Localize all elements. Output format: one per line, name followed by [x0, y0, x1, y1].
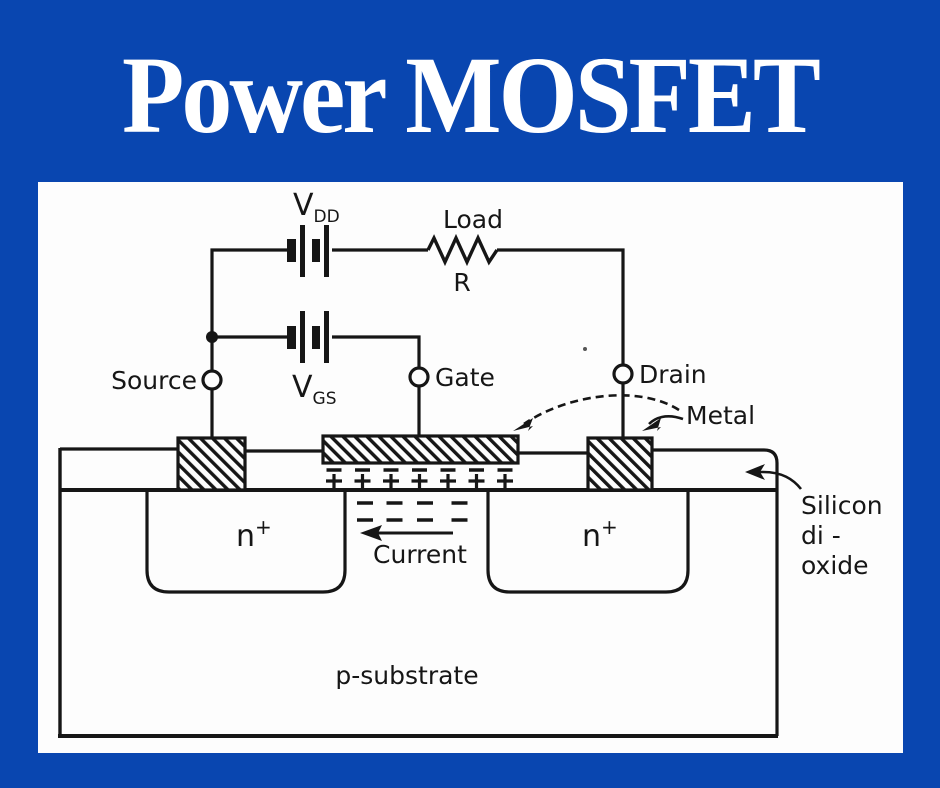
scan-speck — [583, 347, 587, 351]
vdd-symbol: V — [293, 188, 314, 223]
source-contact-metal — [176, 436, 247, 492]
vdd-label: VDD — [293, 188, 340, 227]
vgs-battery-symbol — [287, 311, 329, 363]
gate-charge-plus-row — [326, 474, 513, 488]
vgs-battery-plate-short-2 — [312, 326, 320, 349]
load-resistor-zigzag — [426, 233, 499, 267]
diagram-panel: VDD VGS Load R Source Gate Drain Metal S… — [38, 182, 903, 753]
metal-pointer-solid-arrow — [648, 415, 684, 425]
vdd-battery-plate-long-1 — [300, 225, 305, 277]
n-plus-left-superscript: + — [255, 515, 272, 539]
vgs-battery-plate-long-1 — [300, 311, 305, 363]
vgs-label: VGS — [292, 370, 337, 409]
vdd-battery-symbol — [287, 225, 329, 277]
vgs-battery-plate-short-1 — [287, 326, 296, 349]
metal-label: Metal — [686, 401, 755, 430]
gate-metal-electrode — [321, 434, 520, 465]
oxide-top-and-right-edge — [652, 448, 779, 736]
drain-label: Drain — [639, 360, 707, 389]
n-plus-region-right — [486, 490, 690, 594]
resistor-label: R — [453, 268, 470, 297]
drain-terminal-node — [612, 363, 634, 385]
n-plus-label-left: n+ — [236, 515, 272, 554]
gate-terminal-node — [408, 366, 430, 388]
n-plus-label-right: n+ — [582, 515, 618, 554]
gate-label: Gate — [435, 363, 495, 392]
mosfet-diagram: VDD VGS Load R Source Gate Drain Metal S… — [58, 188, 883, 738]
current-arrowhead — [360, 525, 382, 541]
load-label: Load — [443, 205, 503, 234]
vgs-subscript: GS — [313, 389, 337, 409]
wire-junction-dot — [206, 331, 218, 343]
n-plus-right-superscript: + — [601, 515, 618, 539]
oxide-pointer-arrow — [745, 464, 803, 490]
substrate-label: p-substrate — [335, 661, 478, 690]
metal-dashed-arrowhead — [513, 418, 533, 431]
source-terminal-node — [201, 369, 223, 391]
metal-pointer-dashed-arrow — [523, 394, 680, 426]
oxide-arrowhead — [745, 464, 765, 480]
page-title: Power MOSFET — [122, 34, 821, 157]
vgs-symbol: V — [292, 370, 313, 405]
oxide-label-line-2: di - — [801, 521, 841, 550]
n-plus-right-symbol: n — [582, 519, 601, 554]
n-plus-region-left — [145, 490, 347, 594]
wire-vgs-to-gate — [332, 335, 421, 368]
metal-solid-arrowhead — [642, 418, 661, 431]
vdd-subscript: DD — [314, 207, 340, 227]
oxide-label-line-3: oxide — [801, 551, 869, 580]
n-plus-left-symbol: n — [236, 519, 255, 554]
source-label: Source — [111, 366, 197, 395]
vdd-battery-plate-short-2 — [312, 239, 320, 262]
current-label: Current — [373, 540, 467, 569]
vgs-battery-plate-long-2 — [324, 311, 329, 363]
wire-source-branch — [210, 248, 287, 371]
wire-resistor-to-drain — [497, 248, 625, 365]
title-banner: Power MOSFET — [0, 0, 940, 182]
oxide-label-line-1: Silicon — [801, 491, 883, 520]
drain-contact-metal — [586, 436, 654, 492]
vdd-battery-plate-short-1 — [287, 239, 296, 262]
vdd-battery-plate-long-2 — [324, 225, 329, 277]
current-arrow — [360, 525, 453, 541]
